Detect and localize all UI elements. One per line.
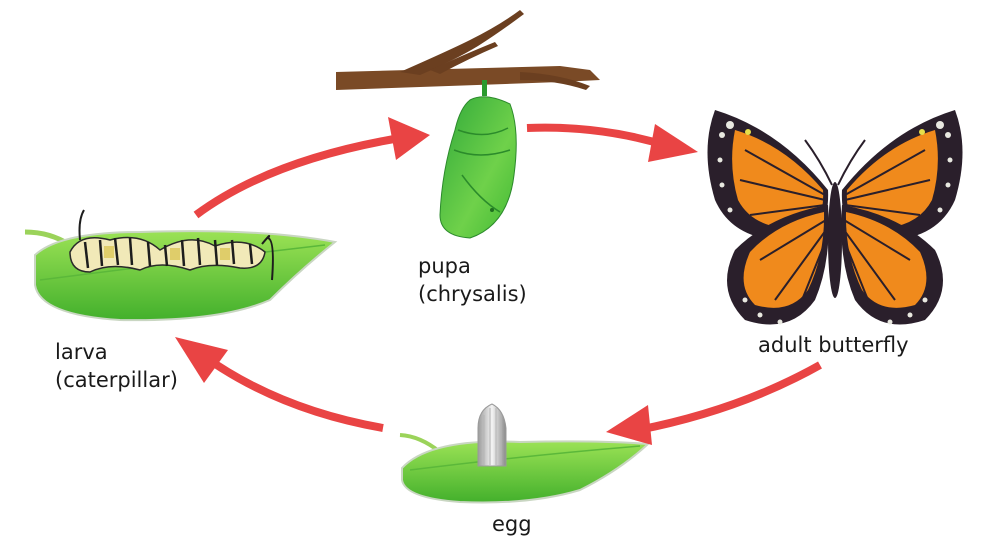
label-pupa-line-1: pupa xyxy=(418,254,471,278)
branch-icon xyxy=(336,10,600,90)
label-pupa-line-2: (chrysalis) xyxy=(418,282,527,306)
arrow-larva-to-pupa xyxy=(193,117,430,219)
arrow-egg-to-larva xyxy=(175,337,384,432)
arrow-adult-to-egg xyxy=(606,361,822,445)
butterfly-icon xyxy=(707,110,963,325)
label-egg: egg xyxy=(492,510,532,538)
label-pupa: pupa (chrysalis) xyxy=(418,252,527,308)
label-larva: larva (caterpillar) xyxy=(55,338,178,394)
caterpillar-icon xyxy=(69,209,274,281)
label-adult: adult butterfly xyxy=(758,331,909,359)
label-larva-line-2: (caterpillar) xyxy=(55,368,178,392)
label-egg-line-1: egg xyxy=(492,512,532,536)
egg-icon xyxy=(477,403,507,467)
arrow-pupa-to-adult xyxy=(526,123,698,162)
label-adult-line-1: adult butterfly xyxy=(758,333,909,357)
label-larva-line-1: larva xyxy=(55,340,108,364)
chrysalis-icon xyxy=(439,80,517,239)
egg-leaf-icon xyxy=(399,433,651,504)
